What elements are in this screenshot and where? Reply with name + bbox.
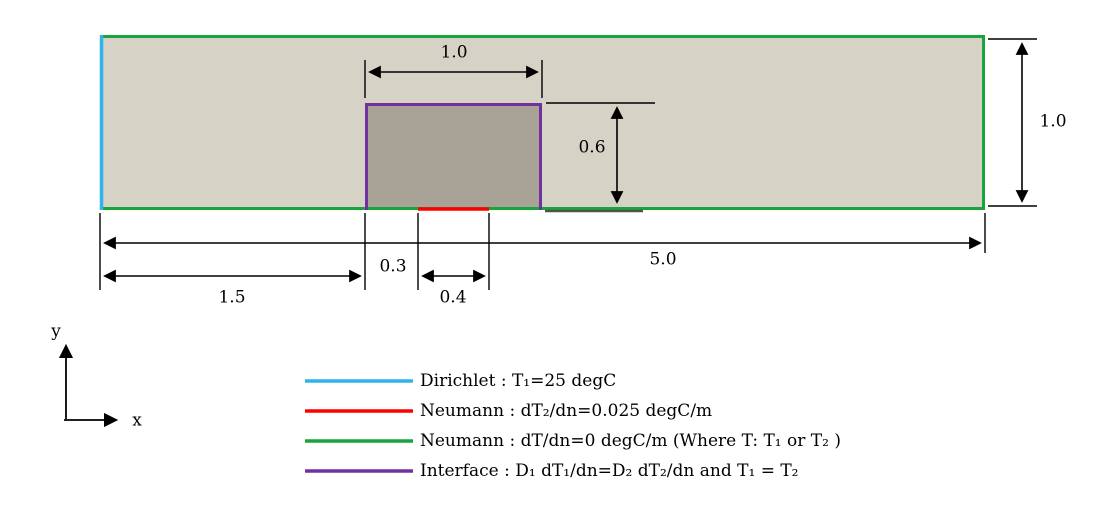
dim-label-flux-width: 0.4 [439, 287, 467, 308]
dim-label-domain-height: 1.0 [1039, 111, 1067, 132]
flux-extension-lines [417, 213, 490, 290]
dim-label-flux-offset: 0.3 [379, 256, 407, 277]
dim-label-inner-width: 1.0 [440, 42, 468, 63]
domain-width-extension-lines [99, 213, 986, 290]
dim-label-inner-height: 0.6 [578, 137, 606, 158]
legend-label-neumann-flux: Neumann : dT₂/dn=0.025 degC/m [420, 400, 713, 421]
dim-label-domain-width: 5.0 [649, 249, 677, 270]
domain-height-extension-lines [988, 38, 1037, 207]
legend-label-dirichlet: Dirichlet : T₁=25 degC [420, 370, 617, 391]
interface-boundary [365, 103, 542, 210]
legend-label-neumann-zero: Neumann : dT/dn=0 degC/m (Where T: T₁ or… [420, 430, 841, 451]
y-axis-label: y [51, 321, 61, 342]
inner-width-extension-lines [364, 60, 543, 98]
dim-label-left-offset: 1.5 [218, 287, 246, 308]
x-axis-label: x [132, 410, 142, 431]
legend-label-interface: Interface : D₁ dT₁/dn=D₂ dT₂/dn and T₁ =… [420, 460, 799, 481]
inner-domain [365, 103, 542, 210]
neumann-zero-boundary [100, 35, 985, 210]
